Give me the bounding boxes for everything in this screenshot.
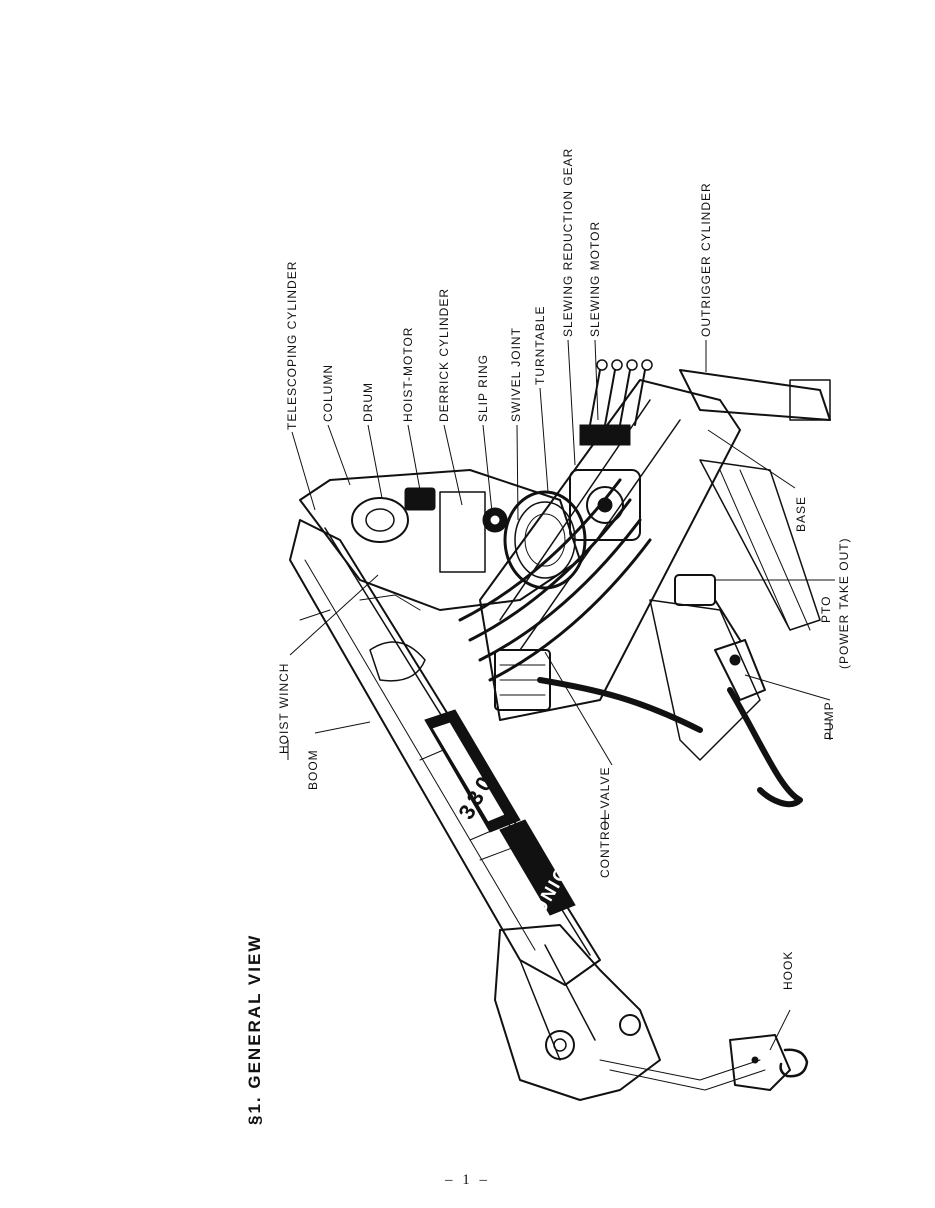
section-title: §1. GENERAL VIEW	[245, 933, 264, 1125]
leader-lines	[287, 339, 835, 1051]
hydraulic-lines	[458, 478, 803, 808]
control-valve-drawing	[494, 649, 551, 711]
label-hoist-motor: HOIST-MOTOR	[401, 326, 415, 422]
label-base: BASE	[794, 495, 808, 532]
label-boom: BOOM	[306, 749, 320, 790]
label-slewing-reduction-gear: SLEWING REDUCTION GEAR	[561, 147, 575, 337]
label-turntable: TURNTABLE	[533, 305, 547, 385]
label-derrick-cylinder: DERRICK CYLINDER	[437, 287, 451, 422]
label-hook: HOOK	[781, 950, 795, 990]
pump-drawing	[714, 639, 766, 701]
page-number: – 1 –	[445, 1172, 490, 1188]
slewing-gear-drawing	[569, 359, 653, 541]
model-plate	[424, 709, 521, 833]
boom-head-drawing	[494, 924, 809, 1101]
pto-drawing	[674, 574, 741, 641]
label-telescoping-cylinder: TELESCOPING CYLINDER	[285, 260, 299, 430]
label-pto: PTO	[819, 595, 833, 623]
label-pump: PUMP	[822, 701, 836, 740]
label-control-valve: CONTROL VALVE	[598, 766, 612, 878]
label-hoist-winch: HOIST WINCH	[277, 662, 291, 754]
base-drawing	[479, 369, 831, 761]
label-slip-ring: SLIP RING	[476, 353, 490, 422]
label-swivel-joint: SWIVEL JOINT	[509, 327, 523, 422]
logo-plate	[499, 819, 576, 916]
label-drum: DRUM	[361, 382, 375, 422]
column-drawing	[299, 469, 581, 611]
label-outrigger-cylinder: OUTRIGGER CYLINDER	[699, 182, 713, 337]
label-slewing-motor: SLEWING MOTOR	[588, 220, 602, 337]
label-pto-full: (POWER TAKE OUT)	[837, 537, 851, 669]
label-column: COLUMN	[321, 363, 335, 422]
